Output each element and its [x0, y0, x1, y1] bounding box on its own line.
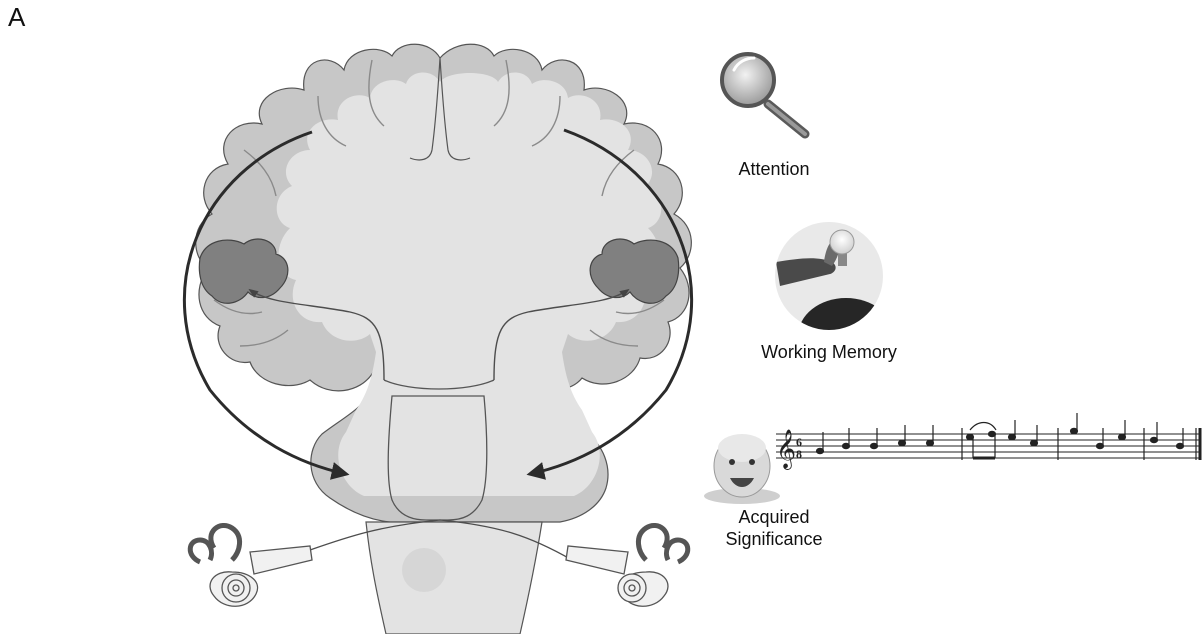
acquired-significance-label: Acquired Significance: [722, 506, 826, 550]
music-score-icon: 𝄞 6 8: [776, 413, 1200, 470]
brain: [184, 44, 691, 634]
inner-ear-left: [190, 525, 312, 606]
notes: [817, 413, 1201, 460]
treble-clef: 𝄞: [776, 429, 796, 470]
attention-label: Attention: [722, 158, 826, 180]
nucleus: [402, 548, 446, 592]
baby-face-icon: [704, 434, 780, 504]
acquired-line-2: Significance: [722, 528, 826, 550]
inner-ear-right: [566, 525, 688, 606]
svg-text:8: 8: [796, 447, 802, 461]
auditory-cortex-right: [590, 239, 679, 303]
working-memory-label: Working Memory: [748, 341, 910, 363]
magnifying-glass-icon: [722, 54, 805, 134]
brainstem: [366, 522, 542, 634]
auditory-cortex-left: [199, 239, 288, 303]
acquired-line-1: Acquired: [722, 506, 826, 528]
